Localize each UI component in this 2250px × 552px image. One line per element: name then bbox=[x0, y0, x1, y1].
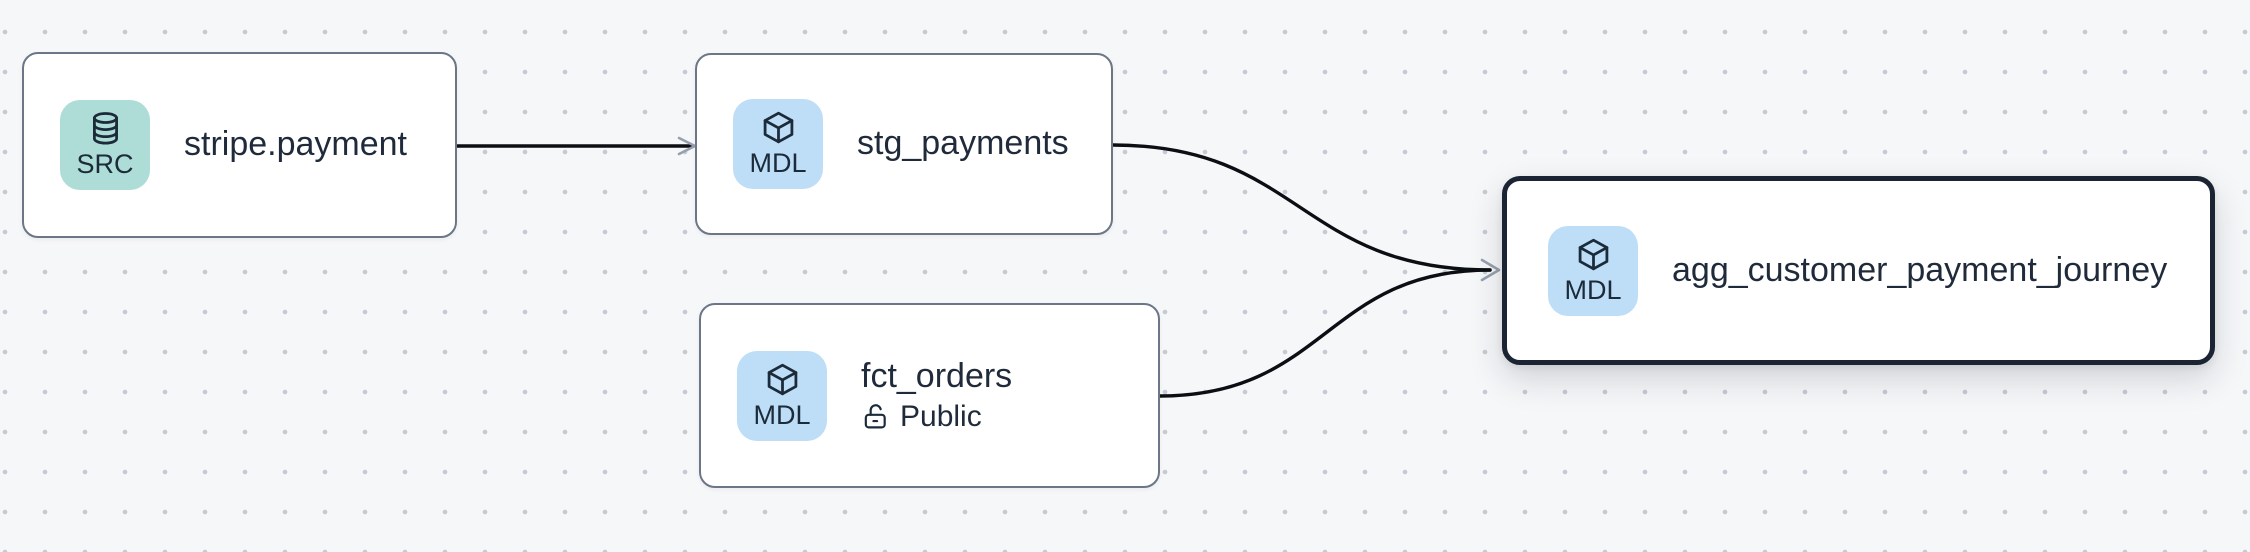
edge-stg-to-agg bbox=[1111, 143, 1492, 272]
model-type-badge: MDL bbox=[737, 350, 827, 441]
cube-icon bbox=[763, 111, 793, 144]
access-row: Public bbox=[861, 400, 1012, 433]
badge-label: MDL bbox=[753, 399, 811, 430]
badge-label: MDL bbox=[1564, 274, 1622, 305]
node-title: stg_payments bbox=[857, 124, 1069, 163]
model-type-badge: MDL bbox=[1548, 225, 1638, 316]
node-agg-customer-payment-journey[interactable]: MDL agg_customer_payment_journey bbox=[1502, 176, 2215, 365]
node-stripe-payment[interactable]: SRC stripe.payment bbox=[22, 52, 457, 238]
lock-open-icon bbox=[864, 404, 886, 429]
node-stg-payments[interactable]: MDL stg_payments bbox=[695, 53, 1113, 235]
node-title: stripe.payment bbox=[184, 125, 407, 164]
node-text: agg_customer_payment_journey bbox=[1672, 250, 2168, 289]
edge-fct-to-agg bbox=[1158, 268, 1492, 398]
badge-label: MDL bbox=[749, 148, 807, 179]
cube-icon bbox=[1578, 238, 1608, 270]
database-icon bbox=[92, 112, 118, 145]
node-text: fct_orders Public bbox=[861, 356, 1013, 433]
node-title: agg_customer_payment_journey bbox=[1672, 250, 2168, 289]
node-title: fct_orders bbox=[861, 356, 1013, 395]
node-text: stg_payments bbox=[857, 124, 1069, 163]
cube-icon bbox=[767, 363, 797, 395]
node-text: stripe.payment bbox=[184, 125, 407, 164]
model-type-badge: MDL bbox=[733, 99, 823, 189]
access-label: Public bbox=[900, 400, 982, 434]
node-fct-orders[interactable]: MDL fct_orders Public bbox=[699, 303, 1160, 488]
source-type-badge: SRC bbox=[60, 100, 150, 190]
arrowhead-icon bbox=[1480, 258, 1501, 282]
badge-label: SRC bbox=[76, 149, 134, 180]
